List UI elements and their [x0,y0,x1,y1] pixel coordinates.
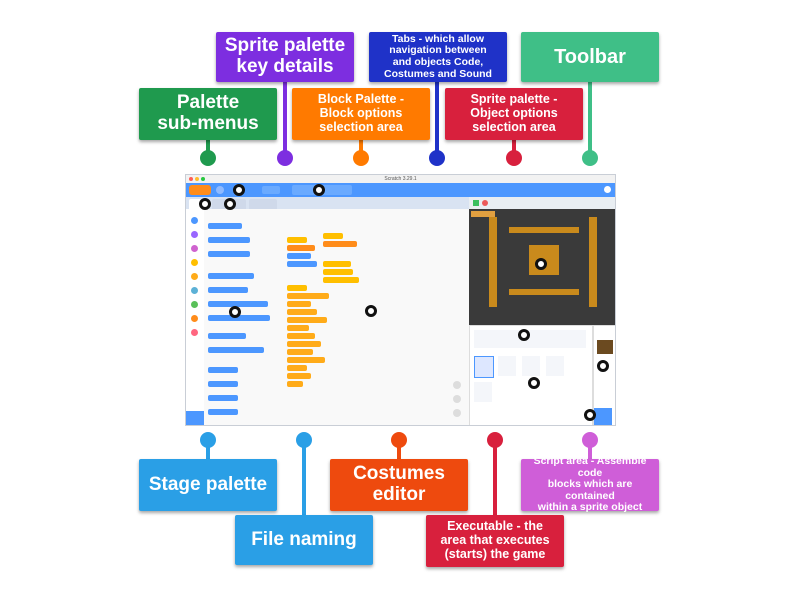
label-line: Sprite palette [224,35,346,57]
script-canvas[interactable] [279,209,469,425]
palette-sub-marker [224,198,236,210]
zoom-in-icon[interactable] [453,381,461,389]
label-line: navigation between [389,44,487,57]
label-line: Palette [176,92,240,114]
sprite-key-pointer-dot [277,150,293,166]
sprite-object-marker [535,258,547,270]
executable-connector [493,440,497,515]
label-line: Toolbar [554,46,626,68]
label-line: Executable - the [447,519,543,534]
toolbar-connector [588,82,592,158]
executable-marker [584,409,596,421]
tabs-marker [313,184,325,196]
label-line: selection area [472,119,556,134]
stage-palette-pointer-dot [200,432,216,448]
palette-sub-connector [206,140,210,158]
menu-bar [186,183,615,197]
tab-sounds[interactable] [249,199,277,209]
sprite-object-pointer-dot [506,150,522,166]
script-area-pointer-dot [582,432,598,448]
label-line: Block options [319,106,403,121]
script-area-connector [588,440,592,459]
sprite-key-marker [233,184,245,196]
label-line: Costumes and Sound [384,67,492,80]
tabs-pointer-dot [429,150,445,166]
globe-icon[interactable] [216,186,224,194]
choose-backdrop-button[interactable] [594,408,612,425]
script-area-marker [597,360,609,372]
toolbar-pointer-dot [582,150,598,166]
label-line: Costumes [353,463,445,485]
green-flag-icon[interactable] [473,200,479,206]
tutorials-icon[interactable] [262,186,280,194]
stage-header [469,197,615,209]
costumes-pointer-dot [391,432,407,448]
stage-selector[interactable] [593,325,615,425]
zoom-out-icon[interactable] [453,395,461,403]
zoom-reset-icon[interactable] [453,409,461,417]
label-line: area that executes [440,533,550,548]
category-menu [186,209,205,425]
label-line: Object options [470,106,558,121]
label-line: blocks which are contained [547,478,633,502]
scratch-logo [189,185,211,195]
file-naming-connector [302,440,306,515]
stage-palette-label: Stage palette [139,459,277,511]
file-naming-marker [528,377,540,389]
label-line: Stage palette [148,473,268,495]
stage-palette-marker [365,305,377,317]
label-line: and objects Code, [392,56,484,68]
block-palette-connector [359,140,363,158]
scratch-screenshot: Scratch 3.29.1 [185,174,616,426]
file-naming-label: File naming [235,515,373,565]
window-titlebar: Scratch 3.29.1 [186,175,615,183]
sprite-object-connector [512,140,516,158]
extension-button[interactable] [186,411,204,425]
label-line: Tabs - which allow [392,32,484,45]
sprite-key-connector [283,82,287,158]
tabs-connector [435,82,439,158]
label-line: selection area [319,119,403,134]
stop-icon[interactable] [482,200,488,206]
label-line: Sprite palette - [470,92,558,107]
costumes-connector [397,440,401,459]
label-line: within a sprite object [537,501,643,514]
label-line: Script area - Assemble code [533,455,647,479]
file-naming-pointer-dot [296,432,312,448]
label-line: File naming [251,528,357,550]
sprite-info-pane [469,325,593,425]
block-palette-marker [229,306,241,318]
palette-sub-pointer-dot [200,150,216,166]
costumes-marker [518,329,530,341]
label-line: editor [372,484,426,505]
window-title: Scratch 3.29.1 [384,176,417,182]
label-line: Block Palette - [317,92,405,107]
block-palette-pointer-dot [353,150,369,166]
label-line: sub-menus [157,113,259,134]
stage-palette-connector [206,440,210,459]
label-line: key details [236,56,334,77]
help-icon[interactable] [604,186,611,193]
executable-pointer-dot [487,432,503,448]
label-line: (starts) the game [444,546,546,561]
toolbar-marker [199,198,211,210]
block-flyout [204,209,280,425]
toolbar-label: Toolbar [521,32,659,82]
